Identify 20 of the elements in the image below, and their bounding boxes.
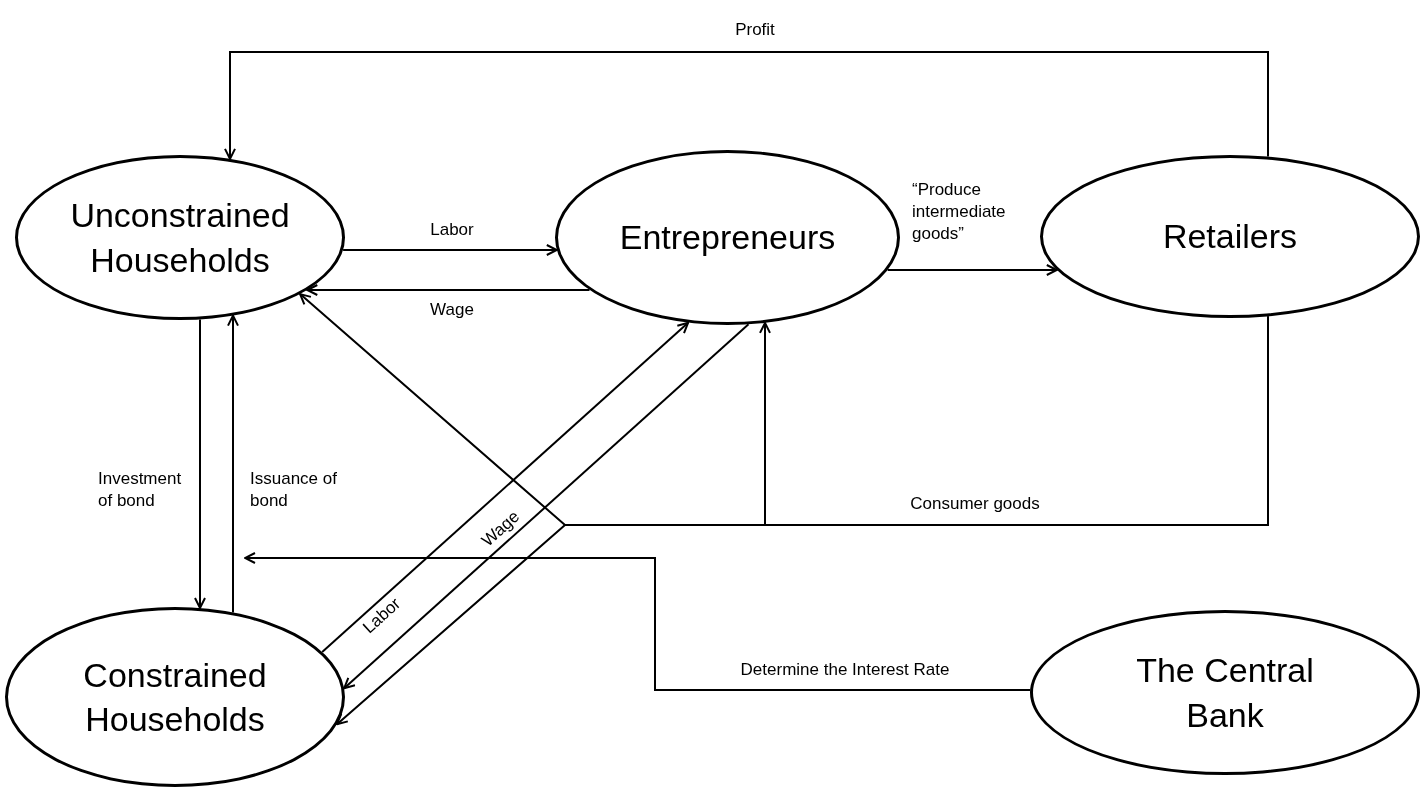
edge-label: Issuance of bond bbox=[250, 467, 338, 512]
node-label: Constrained Households bbox=[82, 654, 268, 740]
edge-label: Investment of bond bbox=[98, 467, 183, 512]
arrow bbox=[343, 323, 750, 690]
edge-label: Wage bbox=[429, 298, 475, 321]
node-label: Retailers bbox=[1162, 216, 1298, 258]
node-label: Entrepreneurs bbox=[619, 217, 836, 259]
node-label: The Central Bank bbox=[1135, 650, 1315, 736]
arrow bbox=[342, 244, 558, 256]
edge-label: Consumer goods bbox=[909, 492, 1041, 515]
arrow bbox=[886, 264, 1058, 276]
node-label: Unconstrained Households bbox=[69, 195, 291, 281]
edge-label: “Produce intermediate goods” bbox=[912, 178, 1007, 246]
edge-label: Profit bbox=[734, 18, 776, 41]
arrow bbox=[244, 552, 1032, 691]
arrow bbox=[194, 318, 206, 609]
edge-label: Determine the Interest Rate bbox=[739, 658, 951, 681]
edge-label: Labor bbox=[429, 218, 475, 241]
arrow bbox=[306, 284, 591, 296]
arrow bbox=[227, 314, 239, 614]
